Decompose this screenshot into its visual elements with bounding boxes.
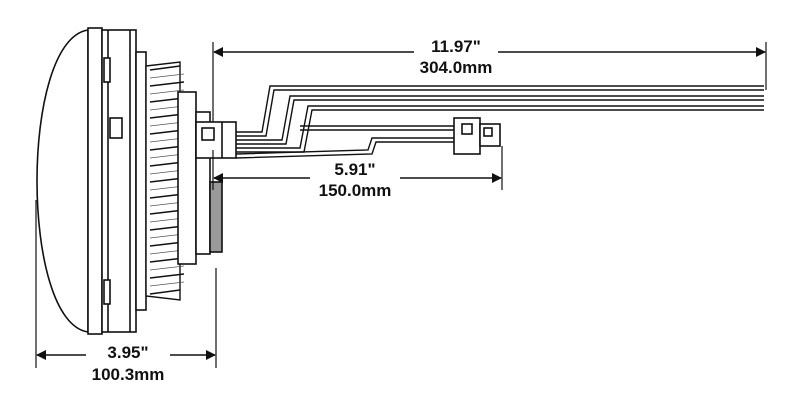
heat-sink-fins [145,61,185,301]
gray-module [209,181,223,253]
overall-length-mm: 304.0mm [420,58,493,77]
connector-length-inches: 5.91" [334,160,375,179]
overall-length-inches: 11.97" [431,37,481,56]
wire-3 [236,105,764,149]
headlight-assembly [36,27,237,335]
connector-length-dimension: 5.91" 150.0mm [212,146,503,200]
overall-length-dimension: 11.97" 304.0mm [212,37,767,122]
lens-bezel [87,27,103,335]
connector-length-mm: 150.0mm [319,181,392,200]
wire-2 [236,95,764,141]
depth-dimension: 3.95" 100.3mm [35,200,217,386]
lens-dome [36,29,89,333]
connector-plug-icon [453,117,501,155]
wire-4 [300,125,454,131]
heat-sink-base [135,51,147,311]
wire-harness [235,85,764,159]
rear-housing [177,91,197,265]
depth-inches: 3.95" [107,343,148,362]
wire-1 [236,85,764,133]
depth-mm: 100.3mm [92,365,165,384]
